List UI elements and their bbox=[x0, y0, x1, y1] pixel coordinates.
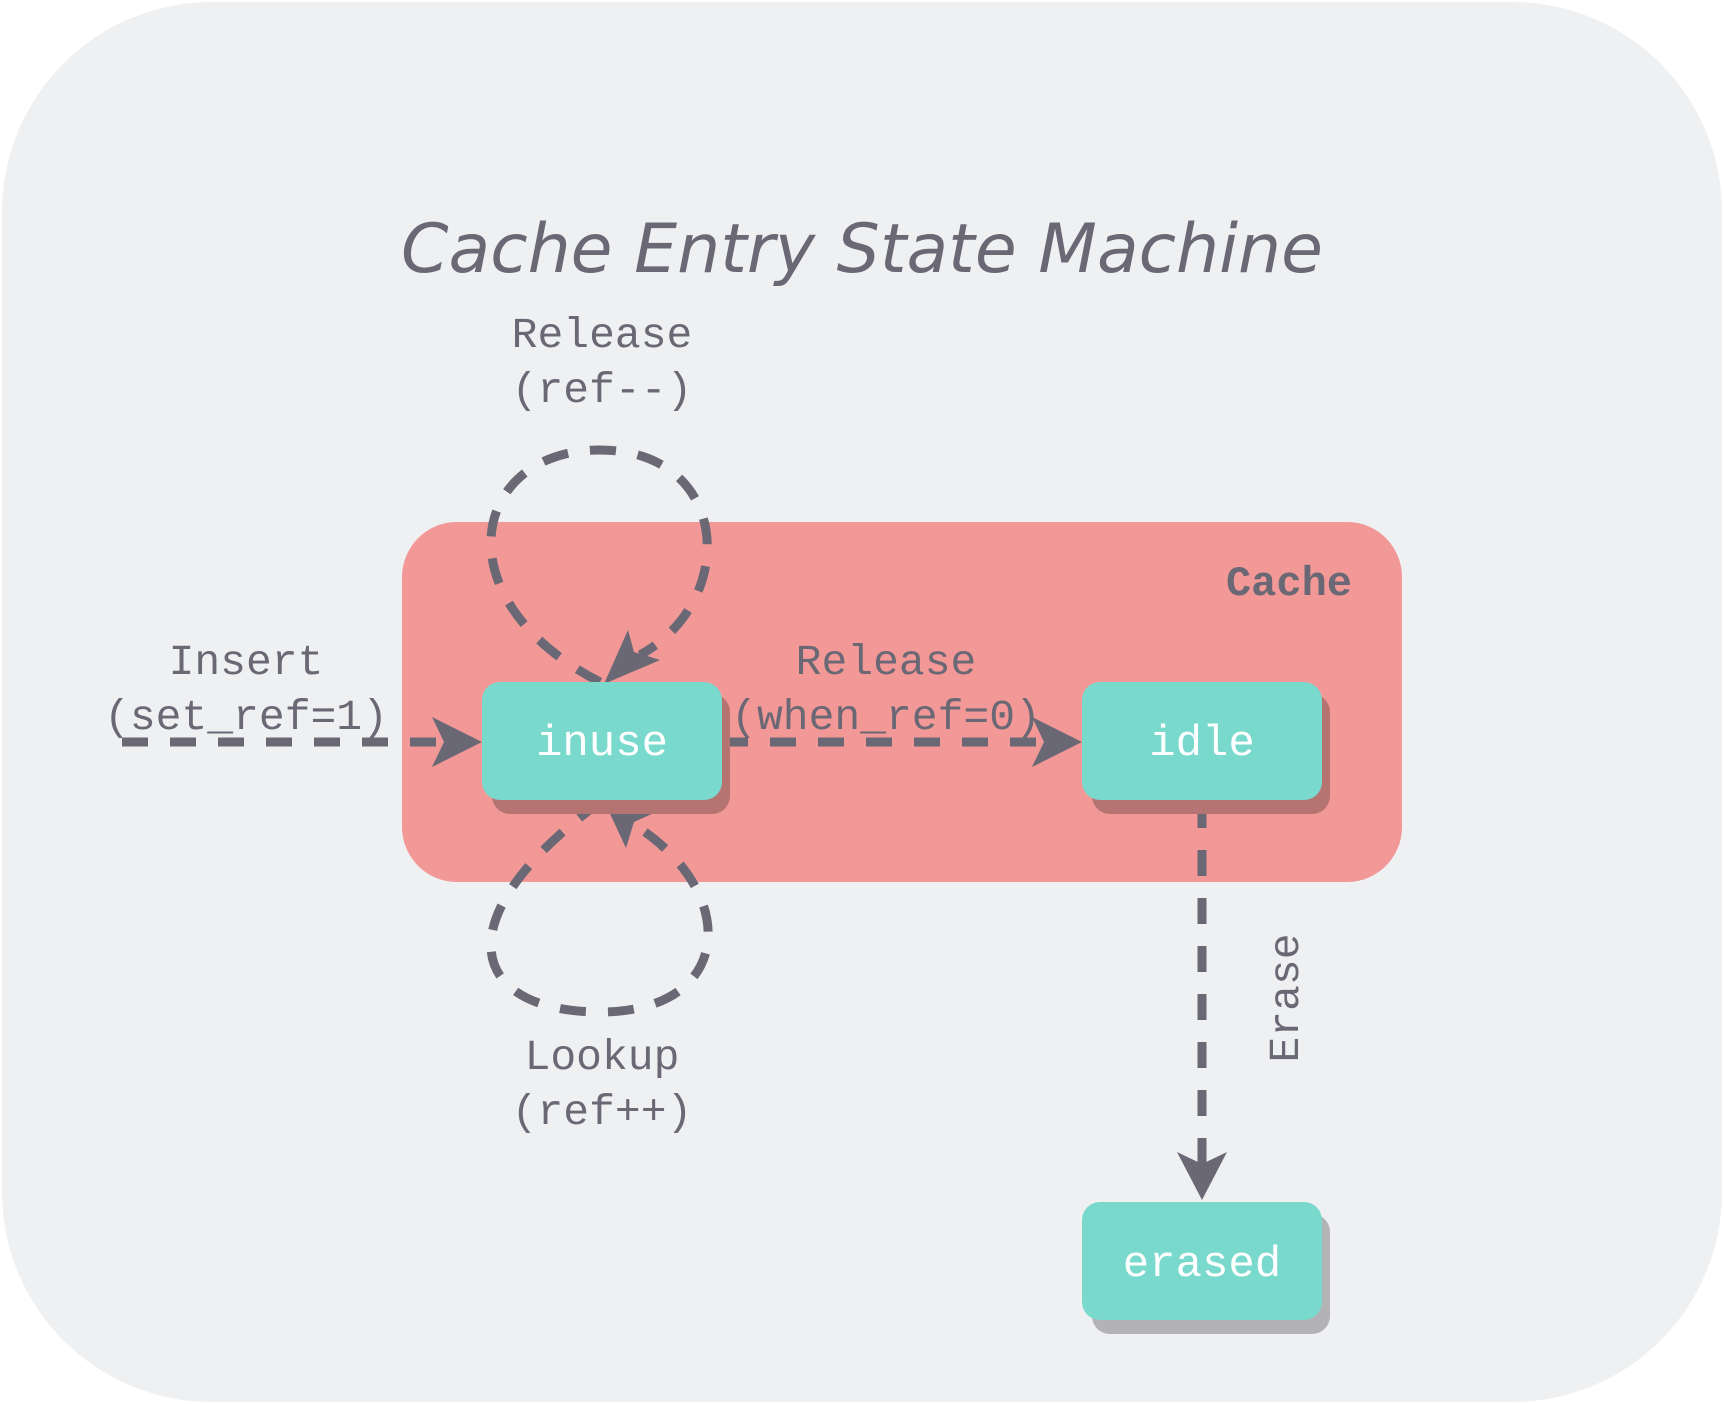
edge-insert-label-2: (set_ref=1) bbox=[104, 693, 388, 742]
node-inuse[interactable]: inuse bbox=[482, 682, 730, 814]
edge-release-idle[interactable]: Release (when_ref=0) bbox=[722, 638, 1082, 767]
edge-insert[interactable]: Insert (set_ref=1) bbox=[104, 638, 482, 767]
edge-release-self[interactable]: Release (ref--) bbox=[486, 311, 712, 687]
node-idle-label: idle bbox=[1149, 719, 1255, 769]
node-idle-box bbox=[1082, 682, 1322, 800]
arrowhead-icon bbox=[1177, 1152, 1227, 1200]
arrowhead-icon bbox=[604, 630, 660, 684]
arrowhead-icon bbox=[1032, 717, 1082, 767]
edge-release-self-label-2: (ref--) bbox=[512, 366, 693, 415]
node-erased-box bbox=[1082, 1202, 1322, 1320]
node-inuse-label: inuse bbox=[536, 719, 668, 769]
cache-cluster-label: Cache bbox=[1226, 560, 1352, 608]
edge-insert-label-1: Insert bbox=[169, 638, 324, 687]
node-erased[interactable]: erased bbox=[1082, 1202, 1330, 1334]
edge-lookup-self-label-1: Lookup bbox=[525, 1033, 680, 1082]
edge-lookup-self-label-2: (ref++) bbox=[512, 1088, 693, 1137]
edge-erase[interactable]: Erase bbox=[1177, 802, 1311, 1200]
edge-release-idle-label-1: Release bbox=[796, 638, 977, 687]
node-idle[interactable]: idle bbox=[1082, 682, 1330, 814]
arrowhead-icon bbox=[432, 717, 482, 767]
node-erased-label: erased bbox=[1123, 1240, 1281, 1290]
edge-release-self-label-1: Release bbox=[512, 311, 693, 360]
diagram-title: Cache Entry State Machine bbox=[401, 210, 1323, 289]
edge-release-idle-label-2: (when_ref=0) bbox=[731, 693, 1041, 742]
node-inuse-box bbox=[482, 682, 722, 800]
edge-release-self-line bbox=[486, 445, 712, 687]
edge-lookup-self-line bbox=[486, 798, 713, 1017]
edge-erase-label: Erase bbox=[1262, 933, 1311, 1062]
